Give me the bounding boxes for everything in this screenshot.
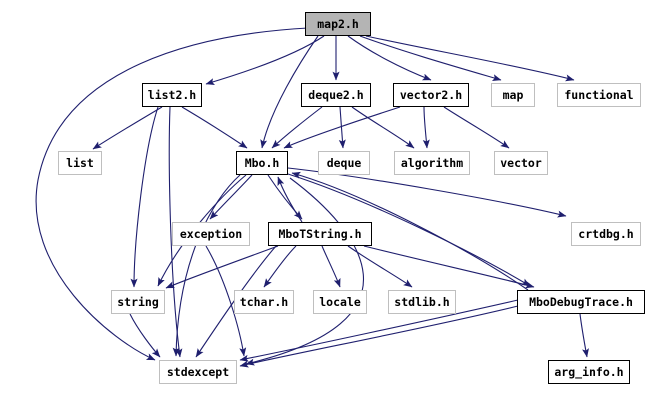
- edge-list2-to-stdexcept: [168, 106, 183, 358]
- node-crtdbg[interactable]: crtdbg.h: [571, 222, 641, 246]
- node-deque[interactable]: deque: [318, 151, 370, 175]
- node-vector[interactable]: vector: [494, 151, 548, 175]
- node-string[interactable]: string: [111, 290, 165, 314]
- edge-mbo-to-stdexcept2: [245, 177, 364, 366]
- node-label-exception: exception: [179, 227, 243, 241]
- node-label-map2: map2.h: [317, 17, 359, 31]
- node-vector2[interactable]: vector2.h: [393, 83, 469, 107]
- node-label-deque: deque: [326, 156, 362, 170]
- edge-mbotstring-to-stdlib: [347, 245, 413, 288]
- node-label-mbotstring: MboTString.h: [278, 227, 362, 241]
- edge-exception-to-stdexcept: [205, 245, 247, 357]
- node-label-algorithm: algorithm: [400, 156, 464, 170]
- node-mbodebugtrace[interactable]: MboDebugTrace.h: [517, 290, 645, 314]
- edge-map2-to-mbo: [260, 35, 319, 149]
- edge-mbotstring-to-mbodebugtrace: [363, 245, 535, 289]
- edge-mbodebugtrace-to-stdexcept: [239, 299, 519, 362]
- node-label-stdlib: stdlib.h: [394, 295, 450, 309]
- node-label-list2: list2.h: [147, 88, 197, 102]
- node-label-tchar: tchar.h: [239, 295, 289, 309]
- node-arg_info[interactable]: arg_info.h: [548, 360, 630, 384]
- edge-deque2-to-algorithm: [351, 106, 415, 149]
- edge-mbo-to-string: [157, 174, 247, 287]
- node-label-map: map: [502, 88, 524, 102]
- node-label-mbodebugtrace: MboDebugTrace.h: [529, 295, 633, 309]
- edge-vector2-to-algorithm: [422, 106, 430, 149]
- edge-mbodebugtrace-to-mbo: [291, 171, 529, 291]
- edges-group: [35, 27, 589, 368]
- node-tchar[interactable]: tchar.h: [234, 290, 294, 314]
- edge-mbotstring-to-string: [165, 245, 279, 289]
- node-map2[interactable]: map2.h: [305, 12, 371, 36]
- node-deque2[interactable]: deque2.h: [301, 83, 371, 107]
- edge-vector2-to-mbo: [283, 106, 401, 149]
- edge-list2-to-string: [130, 106, 159, 288]
- node-list2[interactable]: list2.h: [142, 83, 202, 107]
- edge-mbo-to-mbotstring: [267, 174, 303, 220]
- edge-list2-to-list: [92, 106, 163, 150]
- node-map[interactable]: map: [491, 83, 535, 107]
- edge-map2-to-stdexcept: [35, 27, 309, 361]
- edge-mbo-to-mbodebugtrace: [287, 173, 531, 287]
- edge-mbotstring-to-stdexcept: [195, 245, 277, 358]
- edge-mbo-to-crtdbg: [287, 167, 567, 218]
- node-label-vector: vector: [500, 156, 542, 170]
- edge-string-to-stdexcept: [129, 313, 161, 358]
- node-list[interactable]: list: [58, 151, 102, 175]
- node-label-mbo: Mbo.h: [244, 156, 280, 170]
- node-algorithm[interactable]: algorithm: [394, 151, 470, 175]
- edge-mbodebugtrace-to-stdexcept2: [239, 305, 519, 368]
- node-functional[interactable]: functional: [557, 83, 641, 107]
- edge-deque2-to-mbo: [271, 106, 323, 149]
- node-label-list: list: [66, 156, 94, 170]
- node-label-locale: locale: [319, 295, 361, 309]
- edge-mbo-to-stdexcept: [172, 174, 241, 357]
- edge-vector2-to-vector: [443, 106, 510, 149]
- node-label-arg_info: arg_info.h: [554, 365, 624, 379]
- node-label-functional: functional: [564, 88, 634, 102]
- edge-mbotstring-to-locale: [321, 245, 341, 288]
- edge-mbotstring-to-tchar: [263, 245, 297, 288]
- node-stdexcept[interactable]: stdexcept: [159, 360, 237, 384]
- edge-mbodebugtrace-to-arg_info: [579, 313, 589, 358]
- edge-mbotstring-to-mbo: [277, 176, 303, 223]
- node-label-crtdbg: crtdbg.h: [578, 227, 634, 241]
- edge-deque2-to-deque: [338, 106, 346, 149]
- node-label-string: string: [117, 295, 159, 309]
- node-exception[interactable]: exception: [172, 222, 250, 246]
- edge-map2-to-map: [359, 35, 502, 82]
- node-label-stdexcept: stdexcept: [166, 365, 230, 379]
- node-locale[interactable]: locale: [313, 290, 367, 314]
- edge-map2-to-functional: [365, 35, 575, 82]
- edge-map2-to-vector2: [347, 35, 432, 81]
- edge-mbo-to-exception: [209, 174, 253, 220]
- node-mbotstring[interactable]: MboTString.h: [268, 222, 372, 246]
- edge-list2-to-mbo: [181, 106, 248, 149]
- edge-map2-to-list2: [205, 35, 325, 85]
- node-mbo[interactable]: Mbo.h: [236, 151, 288, 175]
- node-stdlib[interactable]: stdlib.h: [388, 290, 456, 314]
- node-label-deque2: deque2.h: [308, 88, 364, 102]
- node-label-vector2: vector2.h: [399, 88, 463, 102]
